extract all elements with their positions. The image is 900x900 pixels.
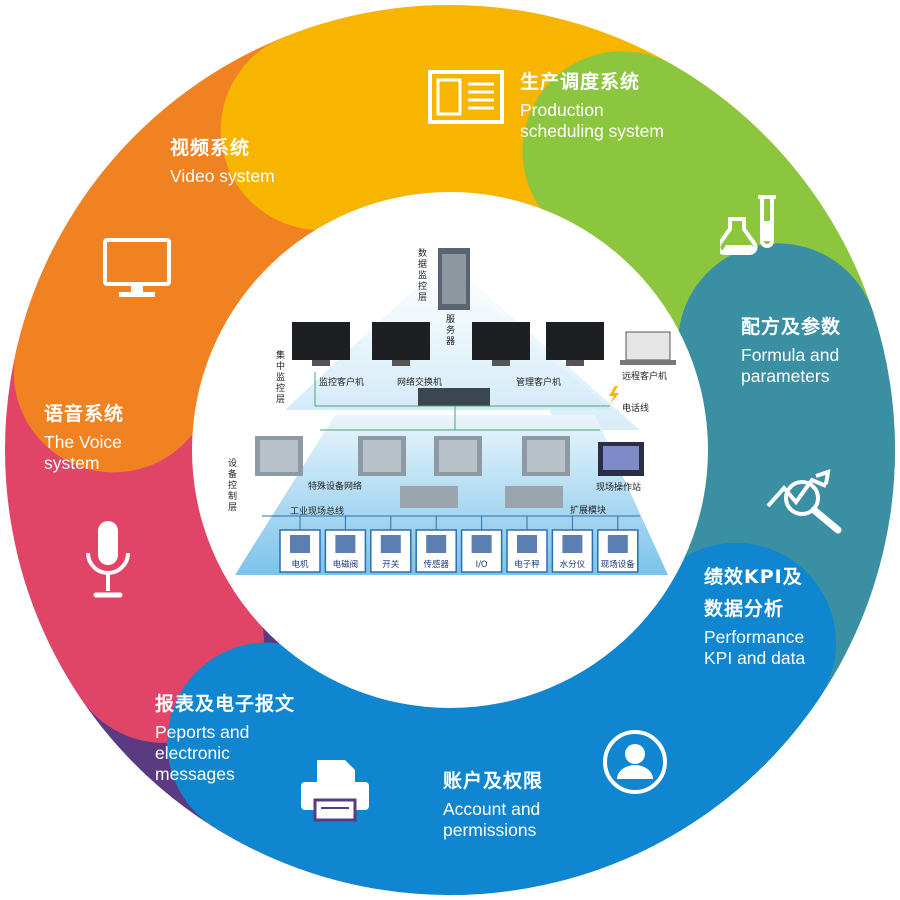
device-glyph (290, 535, 310, 553)
vertical-label-layer-device: 制 (228, 490, 237, 502)
device-glyph (517, 535, 537, 553)
label-manage-client: 管理客户机 (516, 376, 561, 388)
device-glyph (426, 535, 447, 553)
vertical-label-layer-data: 据 (418, 258, 427, 270)
device-label: 开关 (382, 559, 400, 570)
vertical-label-layer-device: 备 (228, 468, 237, 480)
monitor-clients (292, 322, 676, 366)
device-label: 水分仪 (560, 559, 586, 570)
reports-title: 报表及电子报文 (155, 693, 296, 715)
monitor-icon (103, 238, 171, 297)
formula-title: 配方及参数 (741, 316, 842, 338)
label-phone-line: 电话线 (622, 402, 649, 414)
device-label: 电机 (291, 559, 309, 570)
device-glyph (380, 535, 401, 553)
vertical-label-layer-central: 中 (276, 360, 285, 372)
lightning-icon (609, 386, 619, 404)
kpi-title: 绩效KPI及数据分析 (704, 566, 803, 620)
vertical-label-server: 务 (446, 324, 455, 336)
vertical-label-layer-data: 监 (418, 269, 427, 281)
device-label: 现场设备 (601, 559, 636, 570)
network-diagram: 电机 电磁阀 开关 传感器 I/O 电子秤 水分仪 现场设备 监控客户机 网络交换机 管理客户… (228, 247, 676, 575)
document-panel-icon (428, 70, 504, 124)
flask-icon (720, 195, 776, 255)
vertical-label-layer-data: 控 (418, 280, 427, 292)
vertical-label-server: 服 (446, 314, 455, 325)
device-label: 电子秤 (514, 559, 540, 570)
microphone-icon (86, 521, 130, 598)
vertical-label-layer-data: 层 (418, 292, 427, 303)
device-label: I/O (476, 560, 488, 570)
vertical-label-layer-device: 层 (228, 502, 237, 513)
label-field-station: 现场操作站 (596, 481, 641, 493)
vertical-label-layer-device: 控 (228, 479, 237, 491)
vertical-label-layer-data: 数 (418, 247, 427, 259)
production-title: 生产调度系统 (520, 71, 641, 93)
device-glyph (471, 535, 492, 553)
label-fieldbus: 工业现场总线 (290, 505, 344, 517)
label-expansion: 扩展模块 (570, 504, 606, 516)
account-title: 账户及权限 (443, 770, 544, 792)
vertical-label-layer-device: 设 (228, 458, 237, 469)
label-remote-client: 远程客户机 (622, 370, 667, 382)
video-title: 视频系统 (170, 137, 251, 159)
vertical-label-layer-central: 控 (276, 382, 285, 394)
plc-cabinets (255, 436, 644, 508)
voice-title: 语音系统 (44, 403, 125, 425)
vertical-label-layer-central: 监 (276, 371, 285, 383)
device-label: 电磁阀 (333, 559, 359, 570)
segment-video[interactable]: 视频系统 Video system (170, 136, 275, 187)
analytics-magnifier-icon (766, 469, 842, 534)
video-subtitle: Video system (170, 166, 275, 186)
printer-icon (301, 760, 369, 822)
device-label: 传感器 (423, 559, 449, 570)
device-glyph (335, 535, 356, 553)
label-network-switch: 网络交换机 (397, 376, 442, 388)
user-icon (603, 730, 667, 794)
device-glyph (607, 535, 628, 553)
device-glyph (562, 535, 583, 553)
label-monitor-client: 监控客户机 (319, 376, 364, 388)
network-switch (418, 388, 490, 406)
vertical-label-layer-central: 集 (276, 349, 285, 361)
label-special-network: 特殊设备网络 (308, 480, 362, 492)
vertical-label-server: 器 (446, 336, 455, 347)
vertical-label-layer-central: 层 (276, 394, 285, 405)
